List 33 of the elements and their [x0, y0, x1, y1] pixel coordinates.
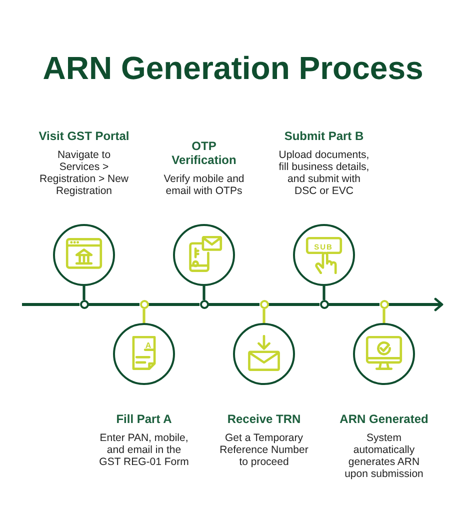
timeline-dot: [380, 300, 388, 309]
icon-text: A: [145, 342, 152, 350]
step-title: OTP Verification: [170, 139, 238, 167]
step-title: Submit Part B: [284, 129, 364, 143]
step-title: Fill Part A: [116, 412, 172, 426]
timeline-dot: [200, 300, 208, 309]
step-description: Enter PAN, mobile, and email in the GST REG-01 Form: [98, 432, 190, 468]
title: ARN Generation Process: [42, 49, 424, 87]
timeline-line: [22, 303, 80, 306]
step-description: Verify mobile and email with OTPs: [162, 173, 246, 197]
connector-line: [322, 286, 326, 300]
connector-line: [82, 286, 86, 300]
step-description: Navigate to Services > Registration > New Registration: [38, 149, 130, 197]
step-title: Receive TRN: [227, 412, 301, 426]
timeline-dot: [320, 300, 328, 309]
step-description: Upload documents, fill business details, and submit with DSC or EVC: [278, 149, 370, 197]
connector-line: [202, 286, 206, 300]
timeline-line: [88, 303, 140, 306]
connector-line: [262, 309, 266, 323]
timeline-line: [328, 303, 380, 306]
timeline-line: [208, 303, 260, 306]
timeline-arrow: [388, 298, 444, 312]
timeline-dot: [140, 300, 148, 309]
timeline-dot: [260, 300, 268, 309]
step-description: System automatically generates ARN upon submission: [344, 432, 424, 480]
connector-line: [382, 309, 386, 323]
timeline-line: [268, 303, 320, 306]
connector-line: [142, 309, 146, 323]
step-description: Get a Temporary Reference Number to proceed: [218, 432, 310, 468]
step-title: ARN Generated: [340, 412, 428, 426]
timeline-dot: [80, 300, 88, 309]
step-title: Visit GST Portal: [38, 129, 130, 143]
timeline-line: [148, 303, 200, 306]
